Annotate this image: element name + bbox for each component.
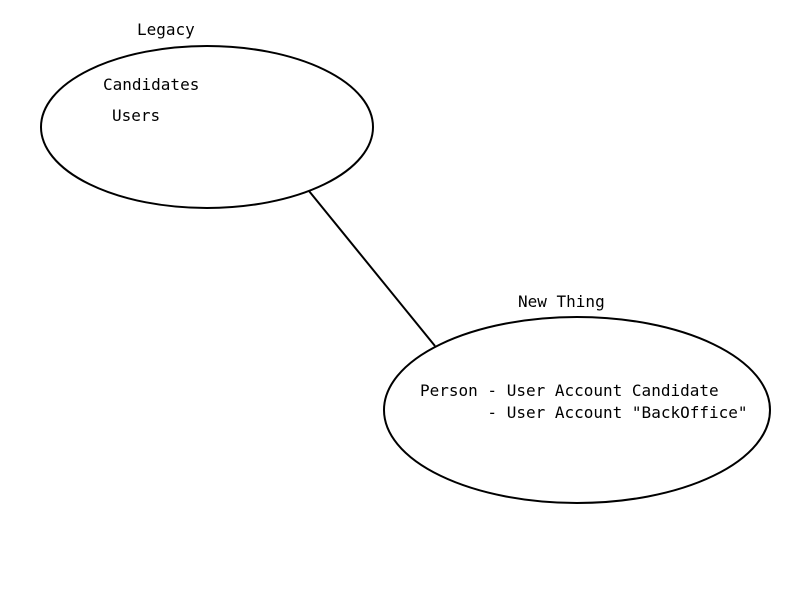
connector-line: [308, 190, 436, 347]
new-thing-ellipse: [383, 316, 771, 504]
legacy-title: Legacy: [137, 20, 195, 39]
new-thing-line-person: Person - User Account Candidate: [420, 381, 719, 400]
legacy-item-users: Users: [112, 106, 161, 125]
legacy-ellipse: [40, 45, 374, 209]
new-thing-line-backoffice: - User Account "BackOffice": [420, 403, 748, 422]
legacy-item-candidates: Candidates: [103, 75, 200, 94]
new-thing-title: New Thing: [518, 292, 605, 311]
